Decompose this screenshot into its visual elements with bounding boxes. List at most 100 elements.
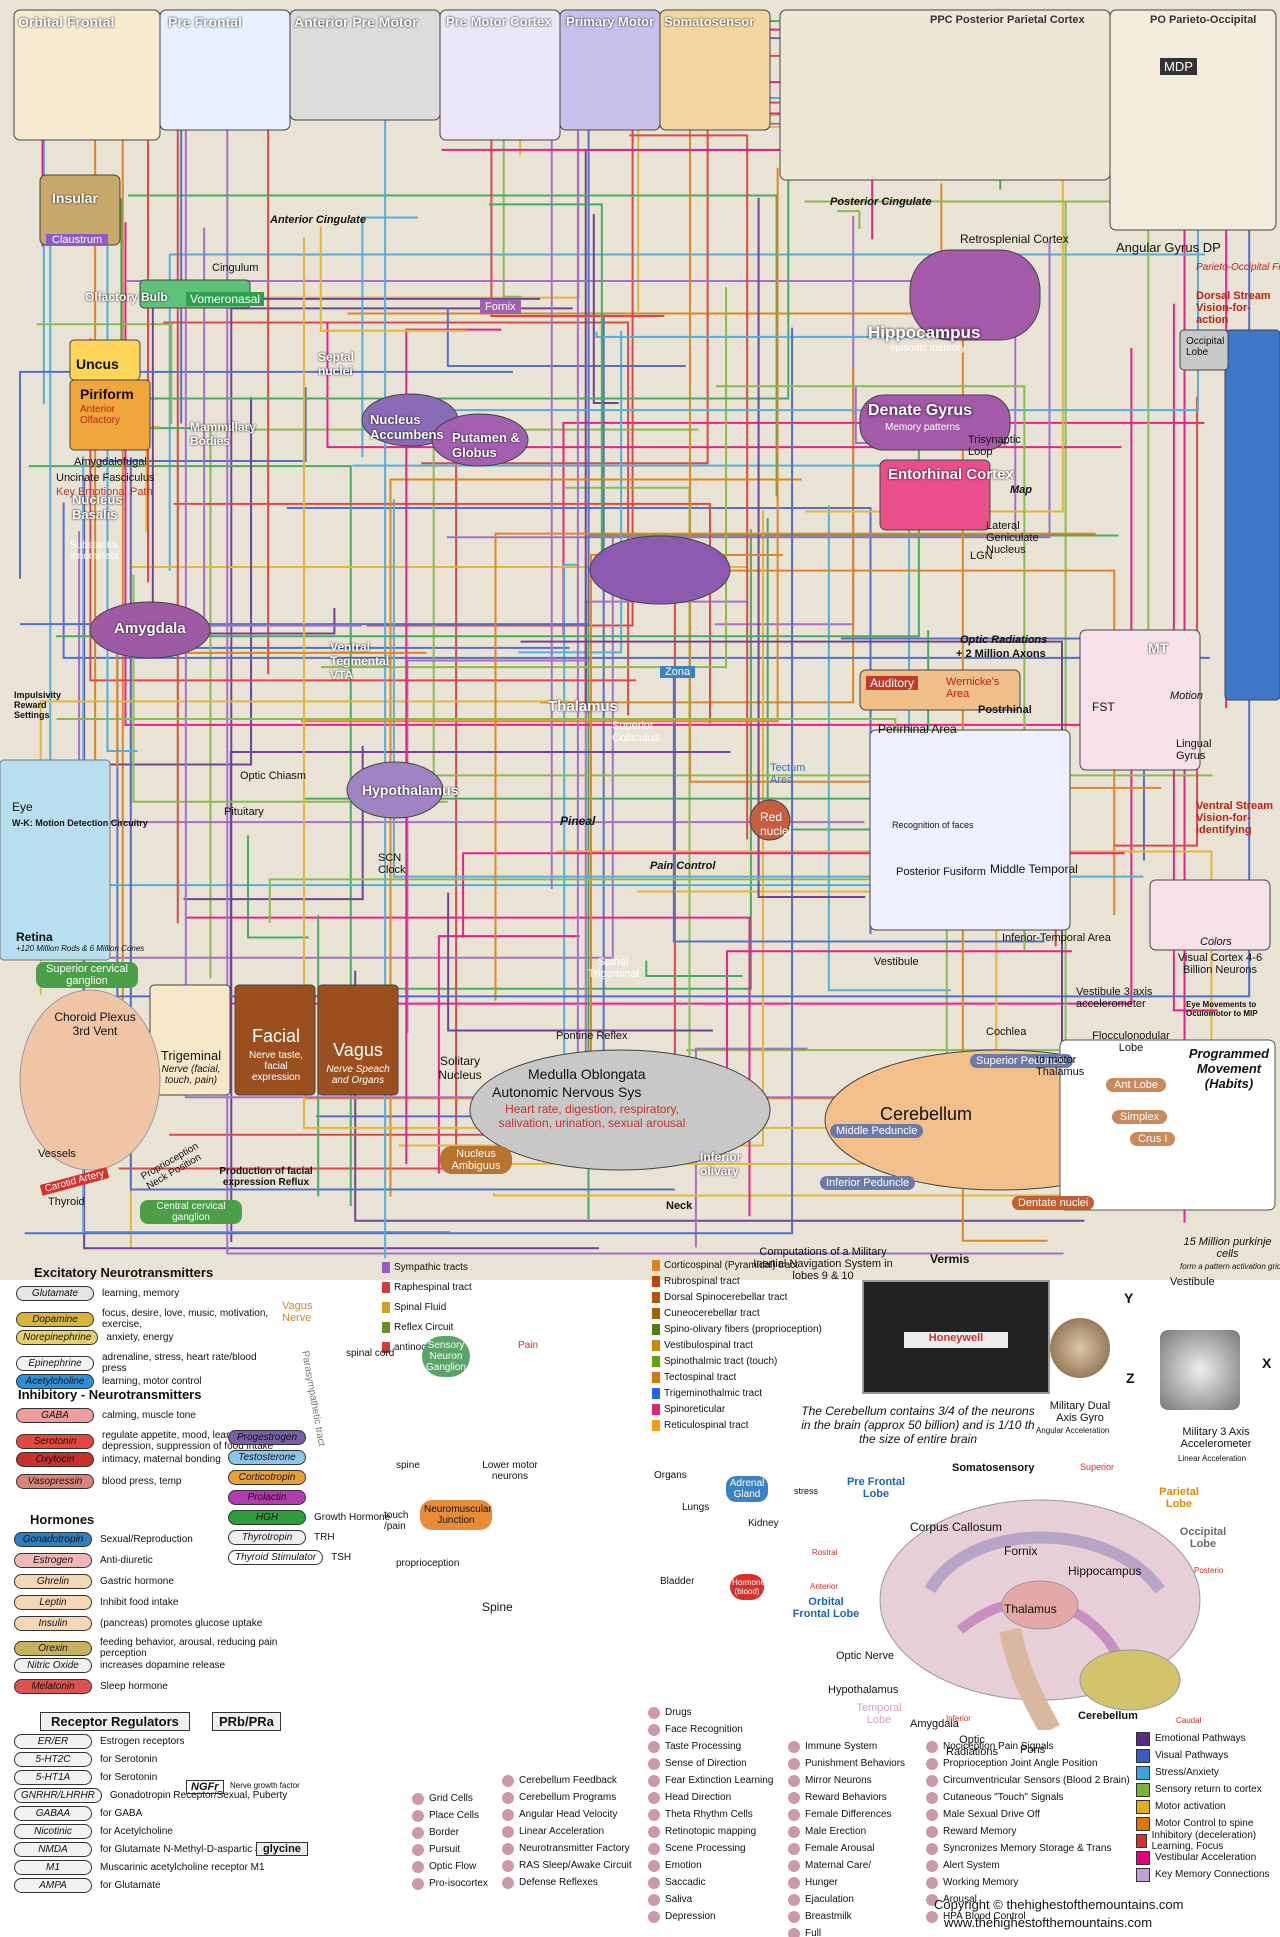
adrenal-label: Adrenal Gland bbox=[726, 1476, 768, 1502]
computations-label: Computations of a Military Inertial Navi… bbox=[753, 1246, 893, 1282]
legend-item: Sense of Direction bbox=[648, 1755, 773, 1772]
legend-item: Sensory return to cortex bbox=[1136, 1781, 1280, 1798]
pathway-line bbox=[56, 397, 253, 766]
legend-icon bbox=[788, 1876, 800, 1889]
region-purkinje-sub: form a pattern activation grid bbox=[1180, 1262, 1280, 1271]
spinal-cord-label: spinal cord bbox=[346, 1348, 395, 1359]
legend-item: Immune System bbox=[788, 1738, 905, 1755]
legend-item: Nociception Pain Signals bbox=[926, 1738, 1130, 1755]
tract-label: Spino-olivary fibers (proprioception) bbox=[652, 1324, 822, 1335]
pathway-line bbox=[1114, 396, 1199, 847]
region-orbital-frontal: Orbital Frontal bbox=[18, 14, 115, 30]
legend-icon bbox=[788, 1740, 800, 1753]
pathway-line bbox=[36, 323, 173, 424]
legend-icon bbox=[502, 1825, 514, 1838]
receptor-desc: for Serotonin bbox=[100, 1772, 158, 1783]
region-crus: Crus I bbox=[1130, 1132, 1176, 1146]
receptor-desc: for Glutamate N-Methyl-D-aspartic acid bbox=[100, 1844, 274, 1855]
pathway-line bbox=[19, 370, 514, 579]
region-motion: Motion bbox=[1170, 690, 1204, 702]
region-pituitary: Pituitary bbox=[224, 806, 264, 818]
receptor-name: 5-HT2C bbox=[14, 1752, 92, 1767]
receptor-desc: Estrogen receptors bbox=[100, 1736, 185, 1747]
region-postrhinal: Postrhinal bbox=[978, 704, 1032, 716]
navigation-system-image: Honeywell bbox=[862, 1280, 1050, 1394]
legend-label: Maternal Care/ bbox=[805, 1860, 872, 1871]
region-thyroid: Thyroid bbox=[48, 1196, 85, 1208]
legend-item: Breastmilk bbox=[788, 1908, 905, 1925]
region-cerebellum: Cerebellum bbox=[880, 1104, 973, 1124]
pathway-line bbox=[320, 287, 728, 669]
region-posterior-cingulate: Posterior Cingulate bbox=[830, 196, 932, 208]
brain-pre-frontal: Pre Frontal Lobe bbox=[846, 1476, 906, 1500]
region-medulla: Medulla Oblongata bbox=[528, 1066, 646, 1082]
legend-item: Stress/Anxiety bbox=[1136, 1764, 1280, 1781]
region-claustrum: Claustrum bbox=[46, 234, 109, 246]
legend-item: Depression bbox=[648, 1908, 773, 1925]
legend-swatch bbox=[1136, 1748, 1150, 1763]
region-thalamus: Thalamus bbox=[548, 698, 619, 715]
legend-label: Retinotopic mapping bbox=[665, 1826, 757, 1837]
receptor-title-2: PRb/PRa bbox=[212, 1712, 281, 1731]
pathway-line bbox=[89, 338, 636, 682]
hormone-name: Orexin bbox=[14, 1640, 92, 1656]
legend-item: Head Direction bbox=[648, 1789, 773, 1806]
brain-pons: Pons bbox=[1020, 1744, 1046, 1756]
region-middle-temporal: Middle Temporal bbox=[990, 862, 1078, 876]
hormone-side-row: Testosterone bbox=[228, 1450, 306, 1465]
region-episodic-memory: episodic memory bbox=[890, 343, 966, 354]
accelerometer-sub-label: Linear Acceleration bbox=[1178, 1454, 1247, 1463]
legend-label: Alert System bbox=[943, 1860, 1000, 1871]
legend-icon bbox=[502, 1876, 514, 1889]
inhibitory-name: Oxytocin bbox=[16, 1452, 94, 1467]
hormone-desc: increases dopamine release bbox=[100, 1660, 226, 1671]
pathway-line bbox=[317, 914, 320, 1197]
legend-item: Visual Pathways bbox=[1136, 1747, 1280, 1764]
pathway-line bbox=[563, 563, 579, 1060]
tract-label: Reticulospinal tract bbox=[652, 1420, 748, 1431]
hormone-desc: Anti-diuretic bbox=[100, 1555, 153, 1566]
region-memory-patterns: Memory patterns bbox=[885, 422, 961, 433]
gyro-image bbox=[1050, 1318, 1110, 1378]
brain-hypothalamus: Hypothalamus bbox=[828, 1684, 899, 1696]
inhibitory-name: Vasopressin bbox=[16, 1474, 94, 1489]
region-vestibule: Vestibule bbox=[874, 956, 919, 968]
pathway-line bbox=[301, 167, 779, 723]
receptor-name: NMDA bbox=[14, 1842, 92, 1857]
legend-label: Cerebellum Feedback bbox=[519, 1775, 617, 1786]
legend-label: Sense of Direction bbox=[665, 1758, 747, 1769]
pathway-line bbox=[268, 878, 988, 923]
pathway-line bbox=[127, 194, 778, 497]
region-ans-sub: Heart rate, digestion, respiratory, sali… bbox=[498, 1102, 686, 1130]
inhibitory-title: Inhibitory - Neurotransmitters bbox=[18, 1387, 202, 1402]
sensory-neuron-label: Sensory Neuron Ganglion bbox=[422, 1336, 470, 1377]
legend-label: Pursuit bbox=[429, 1844, 461, 1855]
receptor-title: Receptor Regulators bbox=[40, 1712, 190, 1731]
legend-item: Motor activation bbox=[1136, 1798, 1280, 1815]
legend-item: Defense Reflexes bbox=[502, 1874, 632, 1891]
legend-swatch bbox=[1136, 1867, 1150, 1882]
pathway-line bbox=[642, 569, 1116, 916]
legend-item: Taste Processing bbox=[648, 1738, 773, 1755]
pathway-line bbox=[757, 197, 866, 898]
pathway-line bbox=[175, 347, 1133, 1005]
region-lgn: LGN bbox=[970, 550, 993, 562]
receptor-name: Nicotinic bbox=[14, 1824, 92, 1839]
honeywell-label: Honeywell bbox=[904, 1332, 1008, 1348]
legend-item: Optic Flow bbox=[412, 1858, 488, 1875]
region-primary-motor: Primary Motor bbox=[566, 14, 655, 29]
legend-label: Working Memory bbox=[943, 1877, 1019, 1888]
gyro-sub-label: Angular Acceleration bbox=[1036, 1426, 1110, 1435]
legend-label: Reward Memory bbox=[943, 1826, 1017, 1837]
region-posterior-fusiform: Posterior Fusiform bbox=[896, 866, 986, 878]
region-fst: FST bbox=[1092, 700, 1115, 714]
brain-caudal: Caudal bbox=[1176, 1716, 1202, 1725]
